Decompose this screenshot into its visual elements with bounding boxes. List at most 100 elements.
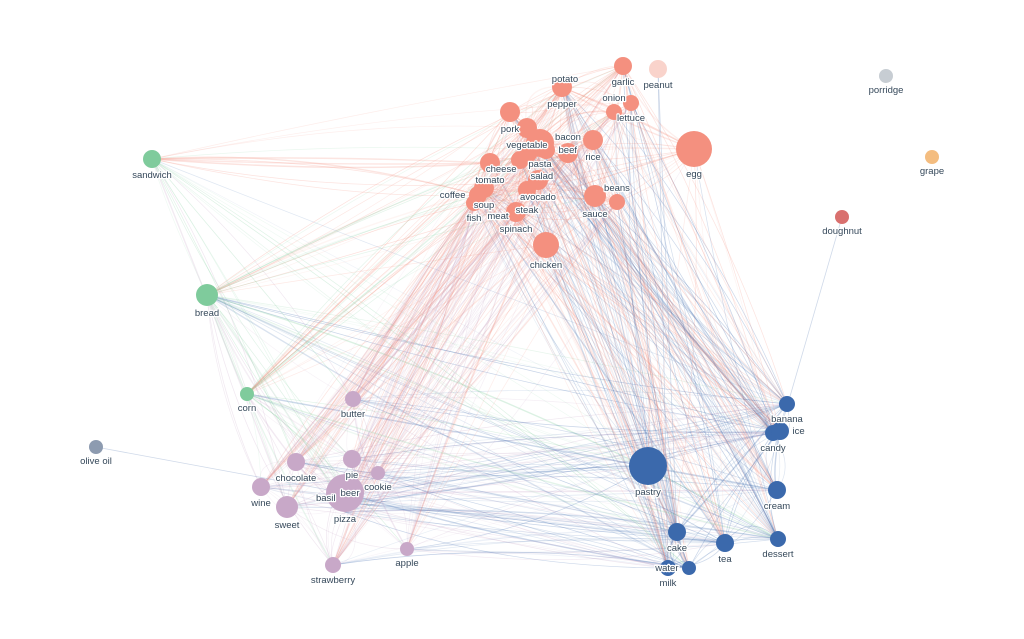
node-cake[interactable]: [668, 523, 686, 541]
node-sandwich[interactable]: [143, 150, 161, 168]
edge: [473, 197, 618, 204]
node-pork[interactable]: [500, 102, 520, 122]
nodes-layer: [89, 57, 939, 576]
node-egg[interactable]: [676, 131, 712, 167]
edge: [724, 432, 774, 544]
node-label: cake: [667, 543, 687, 554]
node-tomato[interactable]: [480, 153, 500, 173]
node-pizza[interactable]: [326, 474, 364, 512]
node-pie[interactable]: [343, 450, 361, 468]
edge: [406, 542, 726, 554]
edge: [206, 294, 346, 494]
node-onion[interactable]: [606, 104, 622, 120]
edge: [151, 158, 297, 463]
node-banana[interactable]: [779, 396, 795, 412]
node-label: grape: [920, 166, 944, 177]
node-rice[interactable]: [583, 130, 603, 150]
edge: [519, 159, 779, 540]
edge: [377, 187, 485, 474]
node-label: rice: [585, 152, 600, 163]
edge: [352, 86, 563, 400]
edge: [344, 244, 547, 494]
node-fish[interactable]: [466, 195, 482, 211]
edge: [344, 489, 778, 494]
edge: [295, 432, 774, 466]
edge: [295, 187, 485, 463]
edge: [545, 244, 649, 467]
edge: [206, 127, 528, 296]
node-tea[interactable]: [716, 534, 734, 552]
edge: [344, 430, 781, 494]
edge: [260, 149, 547, 488]
node-wine[interactable]: [252, 478, 270, 496]
edge: [246, 225, 515, 395]
node-ice[interactable]: [771, 422, 789, 440]
node-label: dessert: [762, 549, 794, 560]
edge: [295, 86, 563, 463]
edge: [352, 398, 726, 544]
edge: [622, 65, 726, 544]
edge: [630, 102, 774, 434]
node-doughnut[interactable]: [835, 210, 849, 224]
node-cookie[interactable]: [371, 466, 385, 480]
edge: [206, 294, 781, 432]
node-water[interactable]: [682, 561, 696, 575]
edge: [351, 111, 511, 460]
node-strawberry[interactable]: [325, 557, 341, 573]
node-pastry[interactable]: [629, 447, 667, 485]
node-garlic[interactable]: [614, 57, 632, 75]
node-bread[interactable]: [196, 284, 218, 306]
edge: [667, 430, 781, 569]
edge: [246, 393, 678, 533]
edge: [349, 489, 778, 504]
edge: [246, 194, 479, 395]
edge: [332, 179, 539, 566]
node-salad[interactable]: [511, 151, 529, 169]
node-cream[interactable]: [768, 481, 786, 499]
node-butter[interactable]: [345, 391, 361, 407]
edge: [473, 202, 690, 569]
edge: [352, 398, 781, 433]
node-sauce[interactable]: [584, 185, 606, 207]
node-bacon[interactable]: [558, 143, 578, 163]
node-corn[interactable]: [240, 387, 254, 401]
node-lettuce[interactable]: [623, 95, 639, 111]
edge: [519, 159, 774, 434]
node-sweet[interactable]: [276, 496, 298, 518]
edge: [206, 294, 788, 405]
node-grape[interactable]: [925, 150, 939, 164]
node-milk[interactable]: [660, 560, 676, 576]
edge: [351, 225, 515, 460]
node-apple[interactable]: [400, 542, 414, 556]
node-peanut[interactable]: [649, 60, 667, 78]
edge: [246, 393, 353, 460]
edge: [295, 430, 781, 463]
node-chocolate[interactable]: [287, 453, 305, 471]
edge: [351, 431, 774, 460]
edge: [519, 159, 726, 544]
node-dessert[interactable]: [770, 531, 786, 547]
edge: [151, 158, 788, 405]
node-spinach[interactable]: [506, 202, 526, 222]
edge: [352, 398, 778, 491]
edge: [351, 202, 475, 460]
edge: [206, 294, 351, 504]
edge: [206, 202, 475, 296]
node-beans[interactable]: [609, 194, 625, 210]
node-label: candy: [760, 443, 786, 454]
edge: [344, 244, 547, 513]
edge: [545, 244, 726, 544]
node-pepper[interactable]: [552, 77, 572, 97]
node-label: milk: [660, 578, 677, 589]
node-steak[interactable]: [518, 181, 536, 199]
edge: [594, 195, 678, 533]
edge: [377, 139, 594, 474]
node-beef[interactable]: [537, 141, 555, 159]
node-chicken[interactable]: [533, 232, 559, 258]
node-olive-oil[interactable]: [89, 440, 103, 454]
edge: [260, 162, 491, 488]
node-porridge[interactable]: [879, 69, 893, 83]
edge: [295, 195, 596, 463]
edge: [592, 139, 678, 533]
node-label: avocado: [520, 192, 556, 203]
